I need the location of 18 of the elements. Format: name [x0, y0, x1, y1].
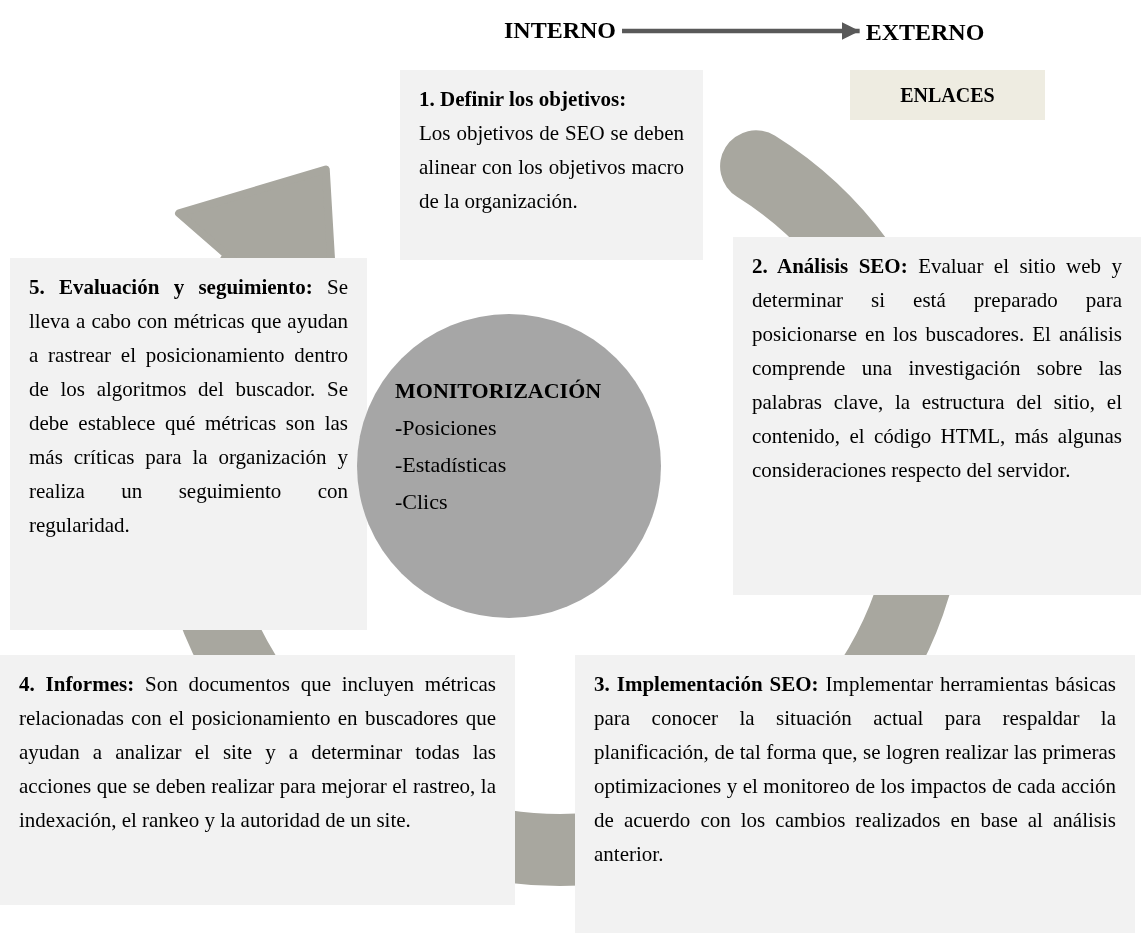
step-heading: 1. Definir los objetivos:: [419, 86, 628, 113]
heading-label: INTERNO: [480, 12, 640, 48]
circle-heading: MONITORIZACIÓN: [395, 377, 603, 405]
list-item: -Posiciones: [395, 414, 498, 442]
tag-box: ENLACES: [850, 70, 1045, 120]
step-box: [575, 655, 1135, 933]
step-text: 2. Análisis SEO: Evaluar el sitio web y determinar si está preparado para posicionarse en los buscadores. El análisis comprende una investigación sobre las palabras clave, la estructura del sitio, el contenido, el código HTML, más algunas consideraciones respecto del servidor.: [752, 253, 1122, 484]
step-text: 3. Implementación SEO: Implementar herramientas básicas para conocer la situación actual para respaldar la planificación, de tal forma que, se logren realizar las primeras optimizaciones y el monitoreo de los impactos de cada acción de acuerdo con los cambios realizados en base al análisis anterior.: [594, 671, 1116, 868]
list-item: -Clics: [395, 488, 449, 516]
step-text: 4. Informes: Son documentos que incluyen métricas relacionadas con el posicionamiento en buscadores que ayudan a analizar el site y a determinar todas las acciones que se deben realizar para mejorar el rastreo, la indexación, el rankeo y la autoridad de un site.: [19, 671, 496, 834]
step-box: [733, 237, 1141, 595]
list-item: -Estadísticas: [395, 451, 508, 479]
step-text: 5. Evaluación y seguimiento: Se lleva a cabo con métricas que ayudan a rastrear el posicionamiento dentro de los algoritmos del buscador. Se debe establece qué métricas son las más críticas para la organización y realiza un seguimiento con regularidad.: [29, 274, 348, 539]
arrow: [622, 22, 860, 40]
step-text: Los objetivos de SEO se deben alinear con los objetivos macro de la organización.: [419, 120, 684, 215]
step-box: [10, 258, 367, 630]
heading-label: EXTERNO: [845, 14, 1005, 50]
step-box: [0, 655, 515, 905]
